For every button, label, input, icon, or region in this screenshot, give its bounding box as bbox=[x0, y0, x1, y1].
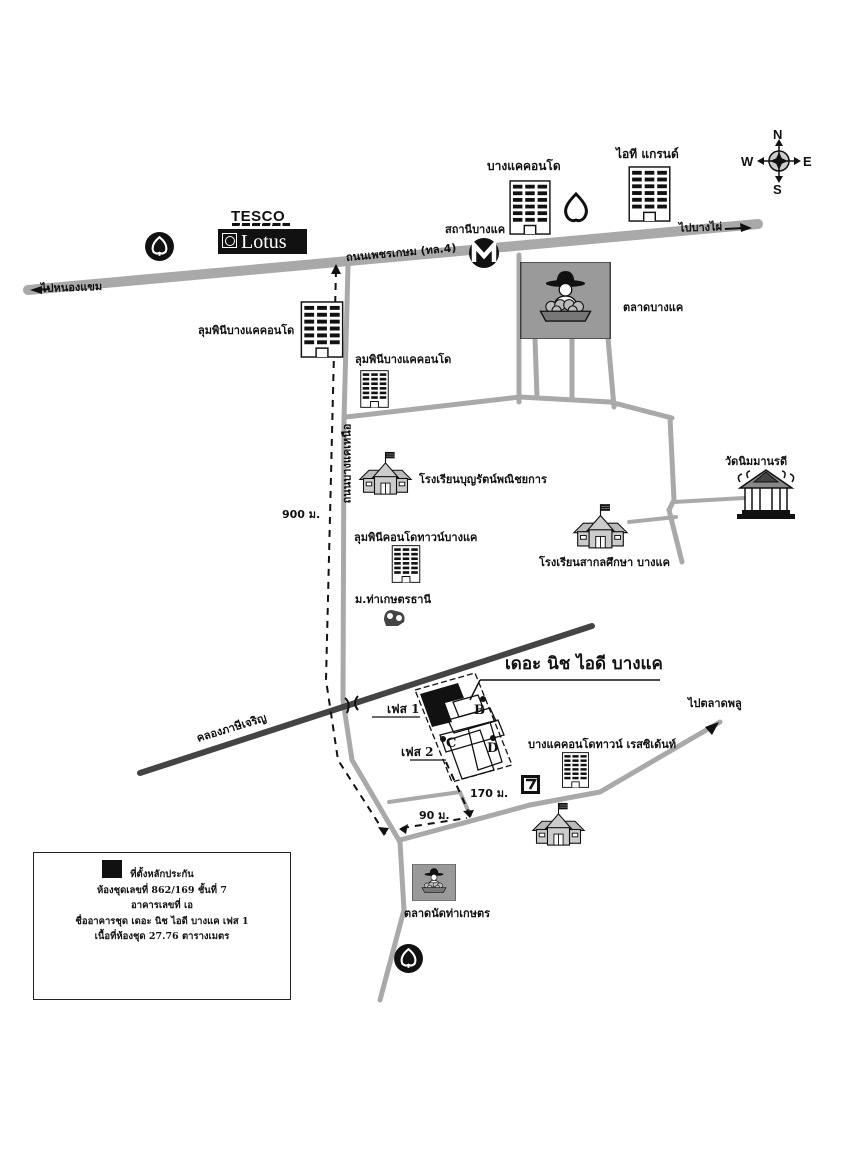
label-tha-kaset-thani: ม.ท่าเกษตรธานี bbox=[355, 593, 431, 606]
arrow-right-icon bbox=[740, 223, 752, 232]
distance-900m: 900 ม. bbox=[282, 508, 321, 521]
phase1-highlight bbox=[420, 683, 464, 727]
legend-unit-area: เนื้อที่ห้องชุด 27.76 ตารางเมตร bbox=[94, 931, 230, 942]
temple-icon bbox=[737, 469, 795, 519]
road-label-to-nong-khaem: ไปหนองแขม bbox=[40, 279, 103, 296]
lumpini-east-building-icon bbox=[360, 370, 389, 408]
compass-north-label: N bbox=[773, 127, 783, 142]
road-east-vertical bbox=[666, 415, 685, 565]
label-bangkhae-residence: บางแคคอนโดทาวน์ เรสซิเด้นท์ bbox=[528, 738, 676, 751]
road-market-2 bbox=[532, 335, 540, 400]
road-market-4 bbox=[605, 335, 617, 410]
label-the-niche-id-bangkhae[interactable]: เดอะ นิช ไอดี บางแค bbox=[505, 654, 663, 674]
bangkhae-residence-building-icon bbox=[561, 752, 590, 788]
tesco-stripes bbox=[232, 223, 290, 226]
label-bangkhae-station: สถานีบางแค bbox=[445, 223, 506, 236]
label-tha-kaset-market: ตลาดนัดท่าเกษตร bbox=[404, 907, 491, 920]
bangkok-bank-icon bbox=[564, 191, 588, 223]
label-phase-2: เฟส 2 bbox=[401, 745, 434, 759]
compass-east-label: E bbox=[803, 154, 812, 169]
road-cross-north bbox=[343, 394, 675, 421]
canal-phasi-charoen bbox=[137, 623, 595, 776]
label-lumpini-east: ลุมพินีบางแคคอนโด bbox=[355, 353, 452, 366]
distance-route bbox=[324, 269, 471, 836]
label-it-grand: ไอที แกรนด์ bbox=[616, 147, 679, 161]
distance-90m: 90 ม. bbox=[419, 809, 450, 822]
road-project-west bbox=[387, 790, 462, 804]
road-label-to-talad-phlu: ไปตลาดพลู bbox=[688, 697, 742, 710]
legend-condo-name: ชื่ออาคารชุด เดอะ นิช ไอดี บางแค เฟส 1 bbox=[75, 915, 249, 927]
label-school-boonyarat: โรงเรียนบุญรัตน์พณิชยการ bbox=[419, 473, 547, 486]
lotus-logo-text: Lotus bbox=[241, 231, 287, 253]
collateral-legend-box: ที่ตั้งหลักประกัน ห้องชุดเลขที่ 862/169 … bbox=[33, 852, 291, 1000]
label-building-c: C bbox=[446, 736, 457, 751]
legend-title: ที่ตั้งหลักประกัน bbox=[130, 869, 194, 880]
lotus-flower-icon bbox=[222, 233, 237, 248]
seven-eleven-icon bbox=[521, 775, 540, 794]
road-south-east bbox=[397, 719, 723, 843]
road-to-wat bbox=[672, 496, 746, 504]
mrt-station-icon bbox=[469, 238, 499, 268]
label-bangkhae-condo: บางแคคอนโด bbox=[487, 159, 561, 173]
distance-170m: 170 ม. bbox=[470, 787, 509, 800]
label-wat-nimmanoradee: วัดนิมมานรดี bbox=[725, 455, 788, 468]
road-label-bangkhae-nuea: ถนนบางแคเหนือ bbox=[340, 423, 354, 504]
tesco-logo-text: TESCO bbox=[231, 208, 286, 225]
label-bangkhae-market: ตลาดบางแค bbox=[623, 301, 684, 314]
village-tha-kaset-icon bbox=[384, 610, 405, 626]
label-lumpini-town: ลุมพินีคอนโดทาวน์บางแค bbox=[354, 531, 478, 544]
legend-building-number: อาคารเลขที่ เอ bbox=[131, 900, 193, 911]
label-phase-1: เฟส 1 bbox=[387, 702, 420, 716]
it-grand-building-icon bbox=[628, 166, 671, 222]
school-sakon-icon bbox=[573, 503, 628, 549]
road-phetkasem bbox=[23, 219, 763, 295]
tha-kaset-market-icon bbox=[412, 864, 456, 901]
bangkhae-condo-building-icon bbox=[509, 180, 551, 235]
label-lumpini-west: ลุมพินีบางแคคอนโด bbox=[198, 324, 295, 337]
school-boonyarat-icon bbox=[359, 451, 412, 495]
compass-south-label: S bbox=[773, 182, 782, 197]
label-building-b: B bbox=[474, 703, 485, 718]
compass-west-label: W bbox=[741, 154, 754, 169]
road-label-to-bang-phai: ไปบางไผ่ bbox=[678, 220, 723, 235]
compass-icon bbox=[757, 139, 801, 183]
kasikorn-bank-icon-south bbox=[393, 943, 424, 974]
kasikorn-bank-icon-north bbox=[144, 231, 175, 262]
lotus-logo: Lotus bbox=[218, 229, 307, 254]
label-building-d: D bbox=[487, 741, 499, 756]
school-south-icon bbox=[532, 802, 585, 846]
project-site-the-niche[interactable] bbox=[372, 672, 513, 783]
label-school-sakon: โรงเรียนสากลศึกษา บางแค bbox=[539, 556, 670, 569]
road-bangkhae-nuea bbox=[340, 263, 407, 1003]
road-to-school bbox=[627, 515, 678, 524]
legend-unit-number: ห้องชุดเลขที่ 862/169 ชั้นที่ 7 bbox=[97, 884, 227, 896]
collateral-swatch bbox=[102, 860, 122, 878]
lumpini-town-building-icon bbox=[391, 545, 421, 583]
arrow-talad-phlu-icon bbox=[705, 722, 719, 735]
lumpini-west-building-icon bbox=[300, 301, 344, 358]
bangkhae-market-icon bbox=[520, 262, 611, 339]
